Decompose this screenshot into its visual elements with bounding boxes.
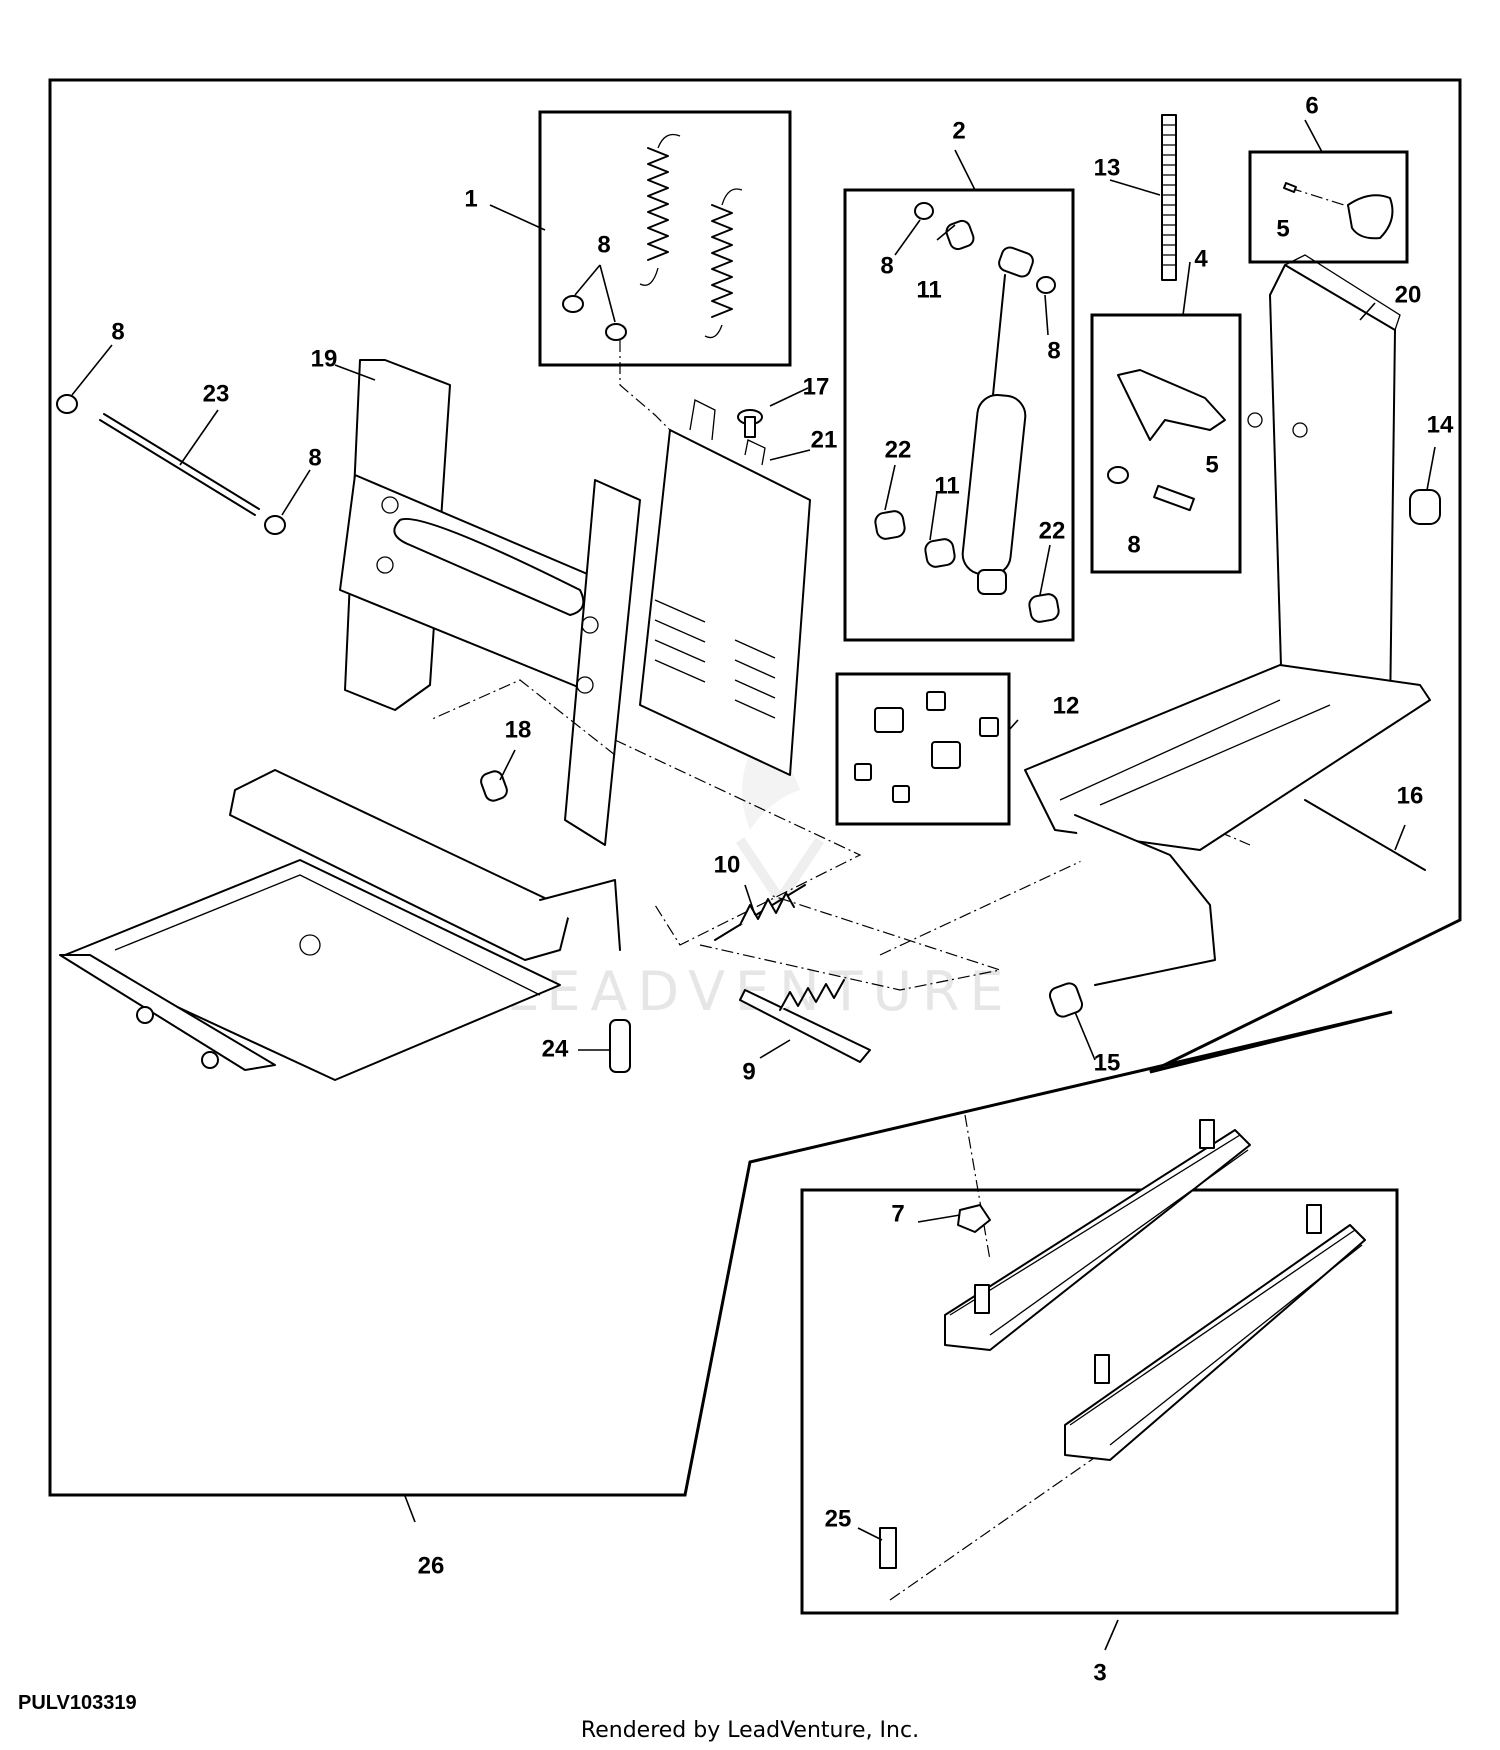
seat-base-frame [59,769,621,1081]
knob [1283,182,1394,240]
kit-box-6 [1248,150,1409,264]
callout-11-bottom[interactable]: 11 [934,472,959,499]
callout-8-pin-right[interactable]: 8 [308,444,321,471]
bushing-15-part [1048,982,1084,1018]
bushing-14-part [1409,489,1441,525]
figure-id: PULV103319 [18,1692,137,1714]
leader-lines [71,119,1436,1651]
callout-17[interactable]: 17 [803,373,830,400]
callout-18[interactable]: 18 [505,716,532,743]
pin-16-part [1304,799,1426,871]
callout-13[interactable]: 13 [1094,154,1121,181]
washer-8b-part [605,323,627,341]
callout-6[interactable]: 6 [1305,92,1318,119]
render-credit: Rendered by LeadVenture, Inc. [580,1718,920,1743]
callout-8-kit2-right[interactable]: 8 [1047,337,1060,364]
bushing-24-part [609,1019,631,1073]
assembly-lines [429,340,1251,1601]
back-plate [339,359,641,846]
shock-absorber [874,202,1060,623]
callout-7[interactable]: 7 [891,1200,904,1227]
kit-box-2 [843,188,1075,642]
bushing-18-part [480,770,508,802]
callout-14[interactable]: 14 [1427,411,1454,438]
watermark-text: LEADVENTURE [506,960,1013,1023]
threaded-rod [1161,114,1177,281]
callout-4[interactable]: 4 [1194,245,1208,272]
lever-handle [1107,369,1226,512]
spring-9-part [739,979,871,1063]
callout-12[interactable]: 12 [1053,692,1080,719]
callout-22-right[interactable]: 22 [1039,517,1066,544]
clip-set [854,691,999,803]
callout-25[interactable]: 25 [825,1505,852,1532]
cover-plate [639,399,811,776]
kit-box-3 [800,1188,1399,1615]
callout-26[interactable]: 26 [418,1552,445,1579]
callout-5-kit6[interactable]: 5 [1276,215,1289,242]
callout-24[interactable]: 24 [542,1035,569,1062]
callout-15[interactable]: 15 [1094,1049,1121,1076]
callout-11-top[interactable]: 11 [916,276,941,303]
callout-20[interactable]: 20 [1395,281,1422,308]
callout-21[interactable]: 21 [811,426,838,453]
callout-2[interactable]: 2 [952,117,965,144]
callout-8-kit2-top[interactable]: 8 [880,252,893,279]
main-assembly-frame [48,78,1462,1497]
screw-25-part [879,1527,897,1569]
spring-10-part [714,884,806,941]
callout-9[interactable]: 9 [742,1058,755,1085]
nut-7-part [957,1204,991,1233]
long-pin [56,394,286,535]
callout-8-pin-left[interactable]: 8 [111,318,124,345]
slide-rails [879,1119,1366,1569]
callout-16[interactable]: 16 [1397,782,1424,809]
spring-pair [639,133,743,339]
callout-1[interactable]: 1 [464,185,477,212]
kit-box-1 [538,110,792,367]
callout-8-kit1[interactable]: 8 [597,231,610,258]
washer-8a-part [562,295,584,313]
callout-3[interactable]: 3 [1093,1659,1106,1686]
callout-19[interactable]: 19 [311,345,338,372]
kit-box-4 [1090,313,1242,574]
callout-5-kit4[interactable]: 5 [1205,451,1218,478]
callout-23[interactable]: 23 [203,380,230,407]
callout-8-kit4[interactable]: 8 [1127,531,1140,558]
right-frame [1024,254,1441,986]
callout-10[interactable]: 10 [714,851,741,878]
kit-box-12 [835,672,1011,826]
callout-22-left[interactable]: 22 [885,436,912,463]
